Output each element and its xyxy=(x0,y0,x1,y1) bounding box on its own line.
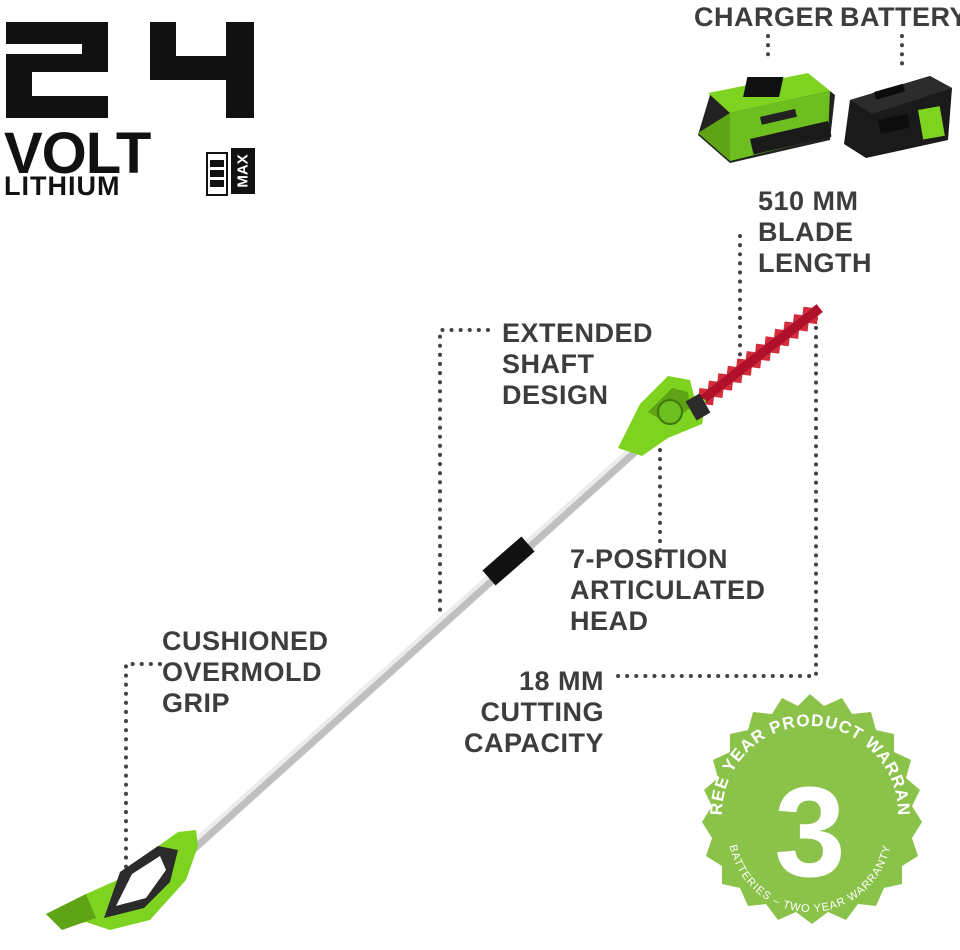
lithium-text: LITHIUM xyxy=(4,171,121,201)
blade-length-label: 510 MM BLADE LENGTH xyxy=(758,186,872,278)
extended-shaft-label: EXTENDED SHAFT DESIGN xyxy=(502,318,654,410)
warranty-badge: THREE YEAR PRODUCT WARRANTY BATTERIES – … xyxy=(672,680,922,924)
articulated-head-label: 7-POSITION ARTICULATED HEAD xyxy=(570,544,766,636)
volt-text: VOLT xyxy=(4,121,151,186)
battery-level-icon xyxy=(206,152,228,196)
battery-label: BATTERY xyxy=(840,2,960,32)
charger-image xyxy=(698,73,835,163)
battery-image xyxy=(844,76,952,158)
24-volt-logo-digits xyxy=(6,22,254,118)
grip-label: CUSHIONED OVERMOLD GRIP xyxy=(162,626,329,718)
cutting-capacity-label: 18 MM CUTTING CAPACITY xyxy=(463,666,604,758)
warranty-years-number: 3 xyxy=(774,761,845,904)
charger-label: CHARGER xyxy=(694,2,835,32)
max-badge: MAX xyxy=(231,148,255,194)
